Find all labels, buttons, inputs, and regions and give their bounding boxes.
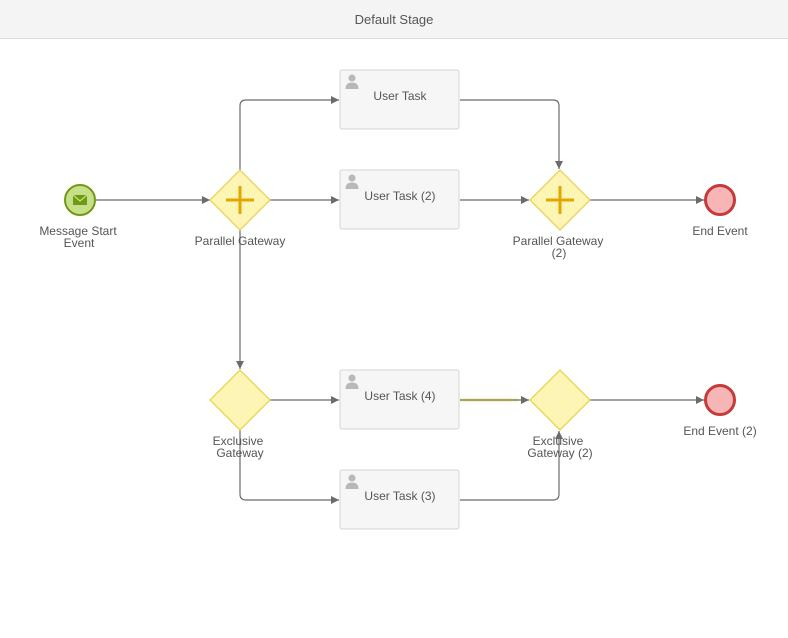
exclusive-gateway-1-label-line-2: Gateway <box>216 446 263 460</box>
plus-icon <box>226 186 254 214</box>
end-event-2[interactable]: End Event (2) <box>683 384 757 439</box>
flow-task3-to-xgw2[interactable] <box>460 431 563 501</box>
flow-xgw1-to-task3[interactable] <box>239 430 339 504</box>
exclusive-gateway-1[interactable]: Exclusive Gateway <box>209 369 271 460</box>
user-task-4[interactable]: User Task (4) <box>339 369 460 430</box>
message-start-event-label-line-2: Event <box>64 236 95 250</box>
end-event-1[interactable]: End Event <box>692 184 748 239</box>
user-task-1-label: User Task <box>373 89 427 103</box>
user-task-4-label: User Task (4) <box>364 389 435 403</box>
user-task-2[interactable]: User Task (2) <box>339 169 460 230</box>
message-start-event-label-line-1: Message Start <box>39 224 117 238</box>
user-task-1[interactable]: User Task <box>339 69 460 130</box>
envelope-icon <box>72 194 88 205</box>
end-event-2-label: End Event (2) <box>683 424 756 438</box>
parallel-gateway-2[interactable]: Parallel Gateway (2) <box>513 169 604 260</box>
stage-header: Default Stage <box>0 0 788 39</box>
parallel-gateway-1[interactable]: Parallel Gateway <box>195 169 286 248</box>
user-icon <box>345 74 359 89</box>
end-event-1-label: End Event <box>692 224 748 238</box>
parallel-gateway-2-label-line-1: Parallel Gateway <box>513 234 604 248</box>
sequence-flows <box>96 96 704 504</box>
user-icon <box>345 174 359 189</box>
exclusive-gateway-2-label-line-1: Exclusive <box>533 434 584 448</box>
exclusive-gateway-2-label-line-2: Gateway (2) <box>527 446 592 460</box>
user-task-2-label: User Task (2) <box>364 189 435 203</box>
parallel-gateway-1-label: Parallel Gateway <box>195 234 286 248</box>
flow-task1-to-pgw2[interactable] <box>460 99 563 169</box>
stage-title: Default Stage <box>354 11 434 27</box>
plus-icon <box>546 186 574 214</box>
exclusive-gateway-2[interactable]: Exclusive Gateway (2) <box>527 369 593 460</box>
message-start-event[interactable]: Message Start Event <box>39 184 117 250</box>
user-icon <box>345 474 359 489</box>
user-task-3[interactable]: User Task (3) <box>339 469 460 530</box>
exclusive-gateway-1-label-line-1: Exclusive <box>213 434 264 448</box>
user-icon <box>345 374 359 389</box>
parallel-gateway-2-label-line-2: (2) <box>552 246 567 260</box>
flow-pgw1-to-task1[interactable] <box>239 96 339 170</box>
user-task-3-label: User Task (3) <box>364 489 435 503</box>
